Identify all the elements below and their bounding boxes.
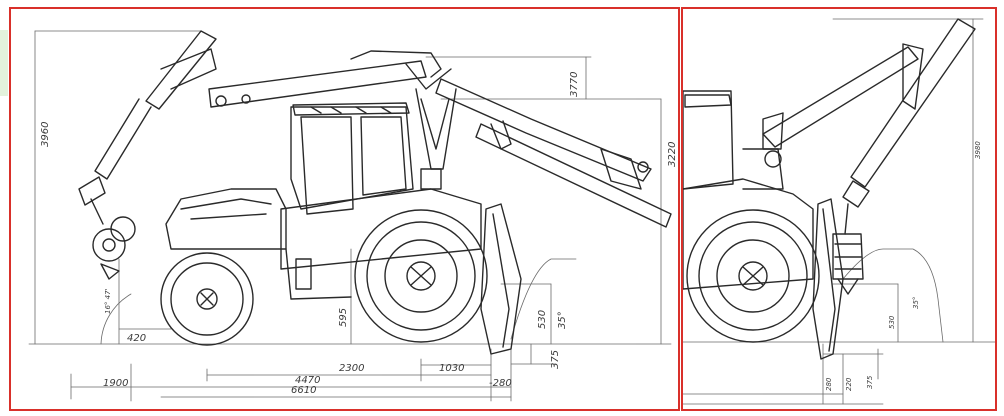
front-dimension-lines xyxy=(683,18,995,405)
front-cab xyxy=(683,90,814,290)
blade-angle-label: 35° xyxy=(557,311,568,329)
overhang-rear-label: 420 xyxy=(127,333,147,344)
height-total-label: 3960 xyxy=(40,121,51,147)
front-blade-depth-label: 375 xyxy=(866,375,874,389)
height-crane-label: 3770 xyxy=(569,71,580,97)
front-offset-a-label: 280 xyxy=(825,377,833,391)
tractor-body xyxy=(165,102,482,300)
side-view-drawing xyxy=(28,30,672,402)
front-tail-label: -280 xyxy=(489,378,512,389)
blade-depth-label: 375 xyxy=(550,349,561,369)
front-blade-height-label: 530 xyxy=(888,315,896,329)
crane-main-boom xyxy=(208,50,672,228)
front-crane-arm xyxy=(762,18,976,295)
wheelbase-label: 2300 xyxy=(339,363,365,374)
front-offset-b-label: 220 xyxy=(845,377,853,391)
side-view-panel: 3960 3770 3220 16° 47' 595 530 35° 375 4… xyxy=(9,7,680,411)
front-height-label: 3980 xyxy=(974,141,982,159)
ground-clearance-label: 595 xyxy=(338,307,349,327)
blade-height-label: 530 xyxy=(537,309,548,329)
length-mid-label: 4470 xyxy=(295,375,321,386)
rear-wheel xyxy=(160,252,254,346)
dimension-lines xyxy=(28,30,672,402)
front-view-panel: 3980 530 35° 375 280 220 xyxy=(681,7,997,411)
front-blade xyxy=(480,203,522,355)
front-view-blade xyxy=(812,198,844,360)
side-accent-strip xyxy=(0,30,8,96)
angle-left-label: 16° 47' xyxy=(104,288,112,314)
front-overhang-label: 1030 xyxy=(439,363,465,374)
front-wheel xyxy=(354,209,488,343)
front-angle-label: 35° xyxy=(912,296,920,309)
front-view-drawing xyxy=(683,18,995,405)
front-view-wheel xyxy=(686,209,820,343)
rear-extension-label: 1900 xyxy=(103,378,129,389)
crane-left-arm xyxy=(78,30,217,280)
height-boom-label: 3220 xyxy=(667,141,678,167)
length-total-label: 6610 xyxy=(291,385,317,396)
